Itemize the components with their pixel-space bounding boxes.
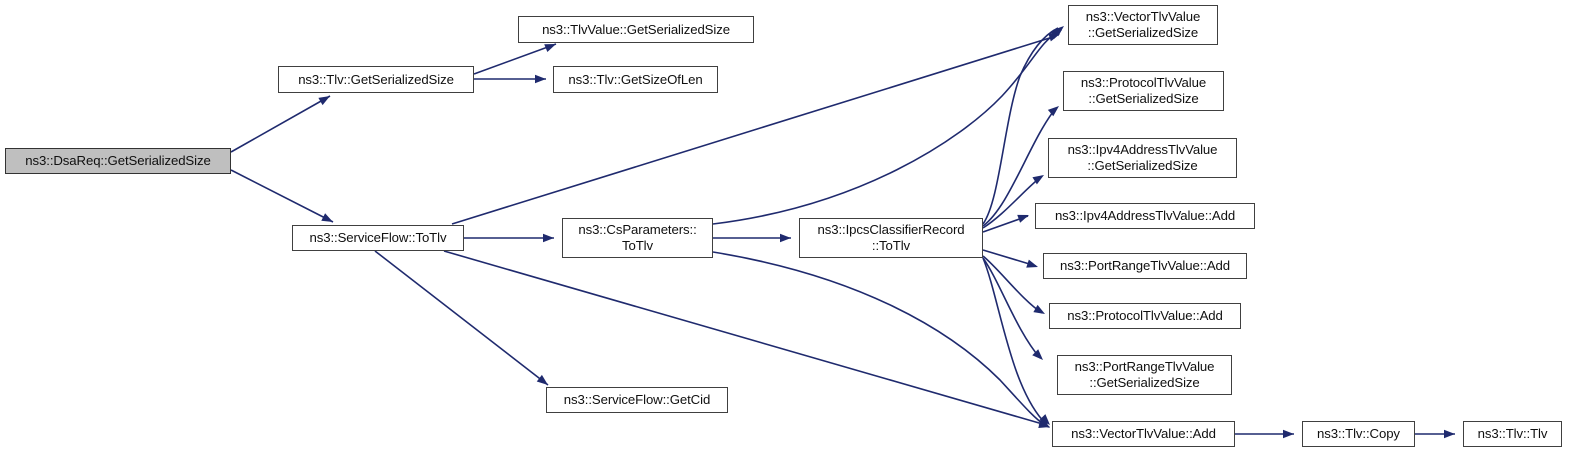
arrowhead xyxy=(1283,429,1294,439)
edge-serviceflow_totlv-to-vectortlvvalue_getserializedsize xyxy=(451,35,1057,225)
edge-ipcsclassifierrecord_totlv-to-vectortlvvalue_getserializedsize xyxy=(982,27,1059,225)
edge-serviceflow_totlv-to-vectortlvvalue_add xyxy=(443,250,1047,426)
node-vectortlvvalue_getserializedsize[interactable]: ns3::VectorTlvValue ::GetSerializedSize xyxy=(1068,5,1218,45)
arrowhead xyxy=(780,233,791,243)
arrowhead xyxy=(321,213,333,222)
arrowhead xyxy=(544,44,556,53)
arrowhead xyxy=(536,374,548,385)
arrowhead xyxy=(1032,175,1044,185)
node-tlv_tlv[interactable]: ns3::Tlv::Tlv xyxy=(1463,421,1562,447)
edge-csparameters_totlv-to-vectortlvvalue_add xyxy=(712,251,1047,427)
node-serviceflow_totlv[interactable]: ns3::ServiceFlow::ToTlv xyxy=(292,225,464,251)
edge-ipcsclassifierrecord_totlv-to-protocoltlvvalue_getserializedsize xyxy=(982,107,1057,227)
arrowhead xyxy=(1039,414,1050,425)
node-label: ns3::Tlv::GetSerializedSize xyxy=(298,71,454,87)
node-label: ns3::IpcsClassifierRecord ::ToTlv xyxy=(817,222,965,253)
arrowhead xyxy=(1047,106,1059,117)
node-label: ns3::ProtocolTlvValue::Add xyxy=(1067,308,1223,324)
arrowheads xyxy=(318,26,1455,439)
arrowhead xyxy=(1444,429,1455,439)
node-label: ns3::ProtocolTlvValue ::GetSerializedSiz… xyxy=(1080,75,1207,106)
node-label: ns3::ServiceFlow::GetCid xyxy=(563,392,711,408)
node-label: ns3::Tlv::Tlv xyxy=(1477,426,1548,442)
node-label: ns3::TlvValue::GetSerializedSize xyxy=(542,21,730,37)
edge-ipcsclassifierrecord_totlv-to-vectortlvvalue_add xyxy=(982,257,1047,425)
node-csparameters_totlv[interactable]: ns3::CsParameters:: ToTlv xyxy=(562,218,713,258)
node-tlv_getsizeoflen[interactable]: ns3::Tlv::GetSizeOfLen xyxy=(553,66,718,93)
arrowhead xyxy=(543,233,554,243)
node-ipv4addresstlvvalue_getserializedsize[interactable]: ns3::Ipv4AddressTlvValue ::GetSerialized… xyxy=(1048,138,1237,178)
edge-tlv_getserializedsize-to-tlvvalue_getserializedsize xyxy=(473,43,557,75)
arrowhead xyxy=(318,96,330,106)
arrowhead xyxy=(1038,418,1050,428)
node-protocoltlvvalue_add[interactable]: ns3::ProtocolTlvValue::Add xyxy=(1049,303,1241,329)
arrowhead xyxy=(1017,214,1029,223)
node-label: ns3::VectorTlvValue::Add xyxy=(1071,426,1216,442)
edge-ipcsclassifierrecord_totlv-to-portrangetlvvalue_add xyxy=(982,249,1037,267)
node-label: ns3::Tlv::Copy xyxy=(1317,426,1400,442)
node-tlv_getserializedsize[interactable]: ns3::Tlv::GetSerializedSize xyxy=(278,66,474,93)
arrowhead xyxy=(535,74,546,84)
arrowhead xyxy=(1052,26,1064,37)
node-label: ns3::PortRangeTlvValue ::GetSerializedSi… xyxy=(1074,359,1215,390)
node-label: ns3::CsParameters:: ToTlv xyxy=(578,222,697,253)
node-label: ns3::PortRangeTlvValue::Add xyxy=(1059,258,1231,274)
node-label: ns3::Ipv4AddressTlvValue ::GetSerialized… xyxy=(1067,142,1218,173)
node-portrangetlvvalue_getserializedsize[interactable]: ns3::PortRangeTlvValue ::GetSerializedSi… xyxy=(1057,355,1232,395)
node-ipv4addresstlvvalue_add[interactable]: ns3::Ipv4AddressTlvValue::Add xyxy=(1035,203,1255,229)
arrowhead xyxy=(1033,304,1045,314)
node-serviceflow_getcid[interactable]: ns3::ServiceFlow::GetCid xyxy=(546,387,728,413)
node-dsareq_getserializedsize[interactable]: ns3::DsaReq::GetSerializedSize xyxy=(5,148,231,174)
arrowhead xyxy=(1026,259,1038,268)
node-label: ns3::DsaReq::GetSerializedSize xyxy=(25,153,211,169)
node-tlv_copy[interactable]: ns3::Tlv::Copy xyxy=(1302,421,1415,447)
node-tlvvalue_getserializedsize[interactable]: ns3::TlvValue::GetSerializedSize xyxy=(518,16,754,43)
node-vectortlvvalue_add[interactable]: ns3::VectorTlvValue::Add xyxy=(1052,421,1235,447)
arrowhead xyxy=(1032,349,1043,360)
node-portrangetlvvalue_add[interactable]: ns3::PortRangeTlvValue::Add xyxy=(1043,253,1247,279)
node-ipcsclassifierrecord_totlv[interactable]: ns3::IpcsClassifierRecord ::ToTlv xyxy=(799,218,983,258)
node-label: ns3::Ipv4AddressTlvValue::Add xyxy=(1054,208,1236,224)
node-label: ns3::VectorTlvValue ::GetSerializedSize xyxy=(1085,9,1201,40)
node-label: ns3::ServiceFlow::ToTlv xyxy=(309,230,447,246)
edge-ipcsclassifierrecord_totlv-to-portrangetlvvalue_getserializedsize xyxy=(982,257,1041,359)
edge-serviceflow_totlv-to-serviceflow_getcid xyxy=(374,250,549,386)
edge-dsareq_getserializedsize-to-tlv_getserializedsize xyxy=(230,95,331,153)
edge-csparameters_totlv-to-vectortlvvalue_getserializedsize xyxy=(712,31,1059,225)
node-label: ns3::Tlv::GetSizeOfLen xyxy=(568,71,703,87)
edge-dsareq_getserializedsize-to-serviceflow_totlv xyxy=(230,169,334,223)
node-protocoltlvvalue_getserializedsize[interactable]: ns3::ProtocolTlvValue ::GetSerializedSiz… xyxy=(1063,71,1224,111)
